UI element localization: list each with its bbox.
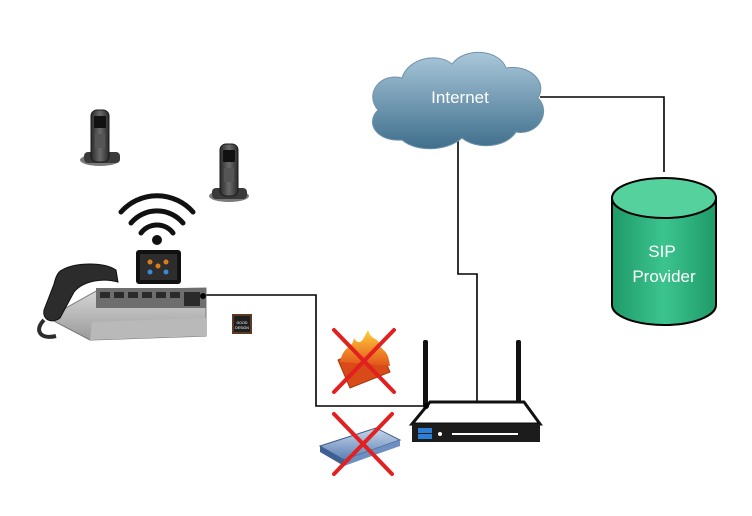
cloud-icon: Internet xyxy=(372,51,544,150)
connection-lines xyxy=(205,96,665,407)
phone-handset-icon xyxy=(80,109,120,166)
desk-phone-icon xyxy=(37,250,207,341)
good-design-badge: GOOD DESIGN xyxy=(232,314,252,334)
phone-to-router-line xyxy=(205,294,426,407)
router-icon xyxy=(408,340,543,442)
firewall-icon xyxy=(332,328,396,394)
internet-label: Internet xyxy=(431,88,489,107)
wifi-signal-icon xyxy=(118,193,196,245)
database-icon: SIP Provider xyxy=(611,177,717,326)
cloud-to-sip-line xyxy=(540,96,665,172)
switch-icon xyxy=(318,412,402,476)
sip-label-line2: Provider xyxy=(632,267,696,286)
sip-label-line1: SIP xyxy=(648,242,675,261)
badge-line1: GOOD xyxy=(237,321,248,325)
badge-line2: DESIGN xyxy=(235,326,249,330)
cloud-to-router-line xyxy=(457,140,478,404)
phone-handset-icon xyxy=(209,143,249,202)
